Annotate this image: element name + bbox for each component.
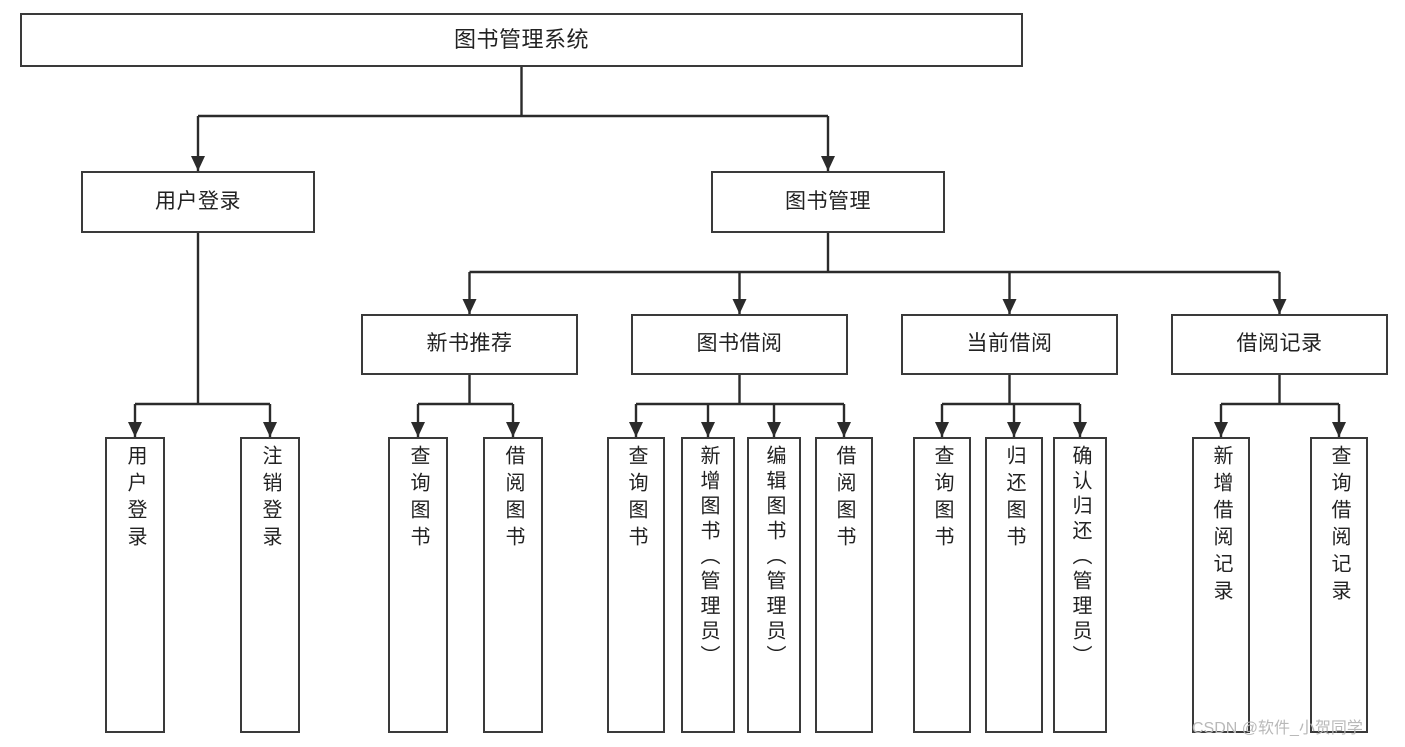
arrow-head bbox=[1073, 422, 1087, 437]
arrow-head bbox=[1007, 422, 1021, 437]
node-label-leaf-query-record: 查询借阅记录 bbox=[1328, 445, 1350, 607]
node-leaf-query-book-2[interactable]: 查询图书 bbox=[607, 437, 665, 733]
node-user-login[interactable]: 用户登录 bbox=[81, 171, 315, 233]
arrow-head bbox=[128, 422, 142, 437]
node-leaf-user-logout[interactable]: 注销登录 bbox=[240, 437, 300, 733]
arrow-head bbox=[263, 422, 277, 437]
watermark-text: CSDN @软件_小贺同学 bbox=[1192, 720, 1363, 737]
node-label-book-borrow: 图书借阅 bbox=[696, 332, 783, 356]
node-root[interactable]: 图书管理系统 bbox=[20, 13, 1023, 67]
node-leaf-add-book[interactable]: 新增图书（管理员） bbox=[681, 437, 735, 733]
node-label-new-book-recommend: 新书推荐 bbox=[426, 332, 513, 356]
node-label-borrow-record: 借阅记录 bbox=[1236, 332, 1323, 356]
node-book-manage[interactable]: 图书管理 bbox=[711, 171, 945, 233]
arrow-head bbox=[1332, 422, 1346, 437]
node-current-borrow[interactable]: 当前借阅 bbox=[901, 314, 1118, 375]
node-label-book-manage: 图书管理 bbox=[785, 189, 871, 213]
arrow-head bbox=[837, 422, 851, 437]
node-leaf-add-record[interactable]: 新增借阅记录 bbox=[1192, 437, 1250, 733]
node-leaf-borrow-book-1[interactable]: 借阅图书 bbox=[483, 437, 543, 733]
node-label-leaf-borrow-book-2: 借阅图书 bbox=[833, 445, 855, 553]
node-leaf-confirm-return[interactable]: 确认归还（管理员） bbox=[1053, 437, 1107, 733]
node-book-borrow[interactable]: 图书借阅 bbox=[631, 314, 848, 375]
node-label-current-borrow: 当前借阅 bbox=[966, 332, 1053, 356]
arrow-head bbox=[1272, 299, 1287, 314]
node-leaf-edit-book[interactable]: 编辑图书（管理员） bbox=[747, 437, 801, 733]
arrow-head bbox=[935, 422, 949, 437]
node-label-leaf-add-book: 新增图书（管理员） bbox=[697, 445, 719, 670]
node-leaf-query-record[interactable]: 查询借阅记录 bbox=[1310, 437, 1368, 733]
node-label-leaf-query-book-2: 查询图书 bbox=[625, 445, 647, 553]
arrow-head bbox=[767, 422, 781, 437]
arrow-head bbox=[506, 422, 520, 437]
arrow-head bbox=[732, 299, 747, 314]
node-label-leaf-query-book-1: 查询图书 bbox=[407, 445, 429, 553]
arrow-head bbox=[191, 156, 205, 171]
node-leaf-query-book-1[interactable]: 查询图书 bbox=[388, 437, 448, 733]
arrow-head bbox=[462, 299, 477, 314]
node-label-leaf-user-logout: 注销登录 bbox=[259, 445, 281, 553]
node-borrow-record[interactable]: 借阅记录 bbox=[1171, 314, 1388, 375]
node-label-root: 图书管理系统 bbox=[453, 27, 589, 53]
node-leaf-borrow-book-2[interactable]: 借阅图书 bbox=[815, 437, 873, 733]
arrow-head bbox=[701, 422, 715, 437]
node-label-leaf-edit-book: 编辑图书（管理员） bbox=[763, 445, 785, 670]
node-label-leaf-confirm-return: 确认归还（管理员） bbox=[1069, 445, 1091, 670]
node-leaf-user-login[interactable]: 用户登录 bbox=[105, 437, 165, 733]
arrow-head bbox=[821, 156, 835, 171]
arrow-head bbox=[411, 422, 425, 437]
node-label-leaf-query-book-3: 查询图书 bbox=[931, 445, 953, 553]
node-label-leaf-user-login: 用户登录 bbox=[124, 445, 146, 553]
node-label-leaf-borrow-book-1: 借阅图书 bbox=[502, 445, 524, 553]
node-label-user-login: 用户登录 bbox=[155, 189, 241, 213]
arrow-head bbox=[629, 422, 643, 437]
arrow-head bbox=[1214, 422, 1228, 437]
node-label-leaf-add-record: 新增借阅记录 bbox=[1210, 445, 1232, 607]
node-leaf-query-book-3[interactable]: 查询图书 bbox=[913, 437, 971, 733]
node-leaf-return-book[interactable]: 归还图书 bbox=[985, 437, 1043, 733]
arrow-head bbox=[1002, 299, 1017, 314]
node-label-leaf-return-book: 归还图书 bbox=[1003, 445, 1025, 553]
node-new-book-recommend[interactable]: 新书推荐 bbox=[361, 314, 578, 375]
